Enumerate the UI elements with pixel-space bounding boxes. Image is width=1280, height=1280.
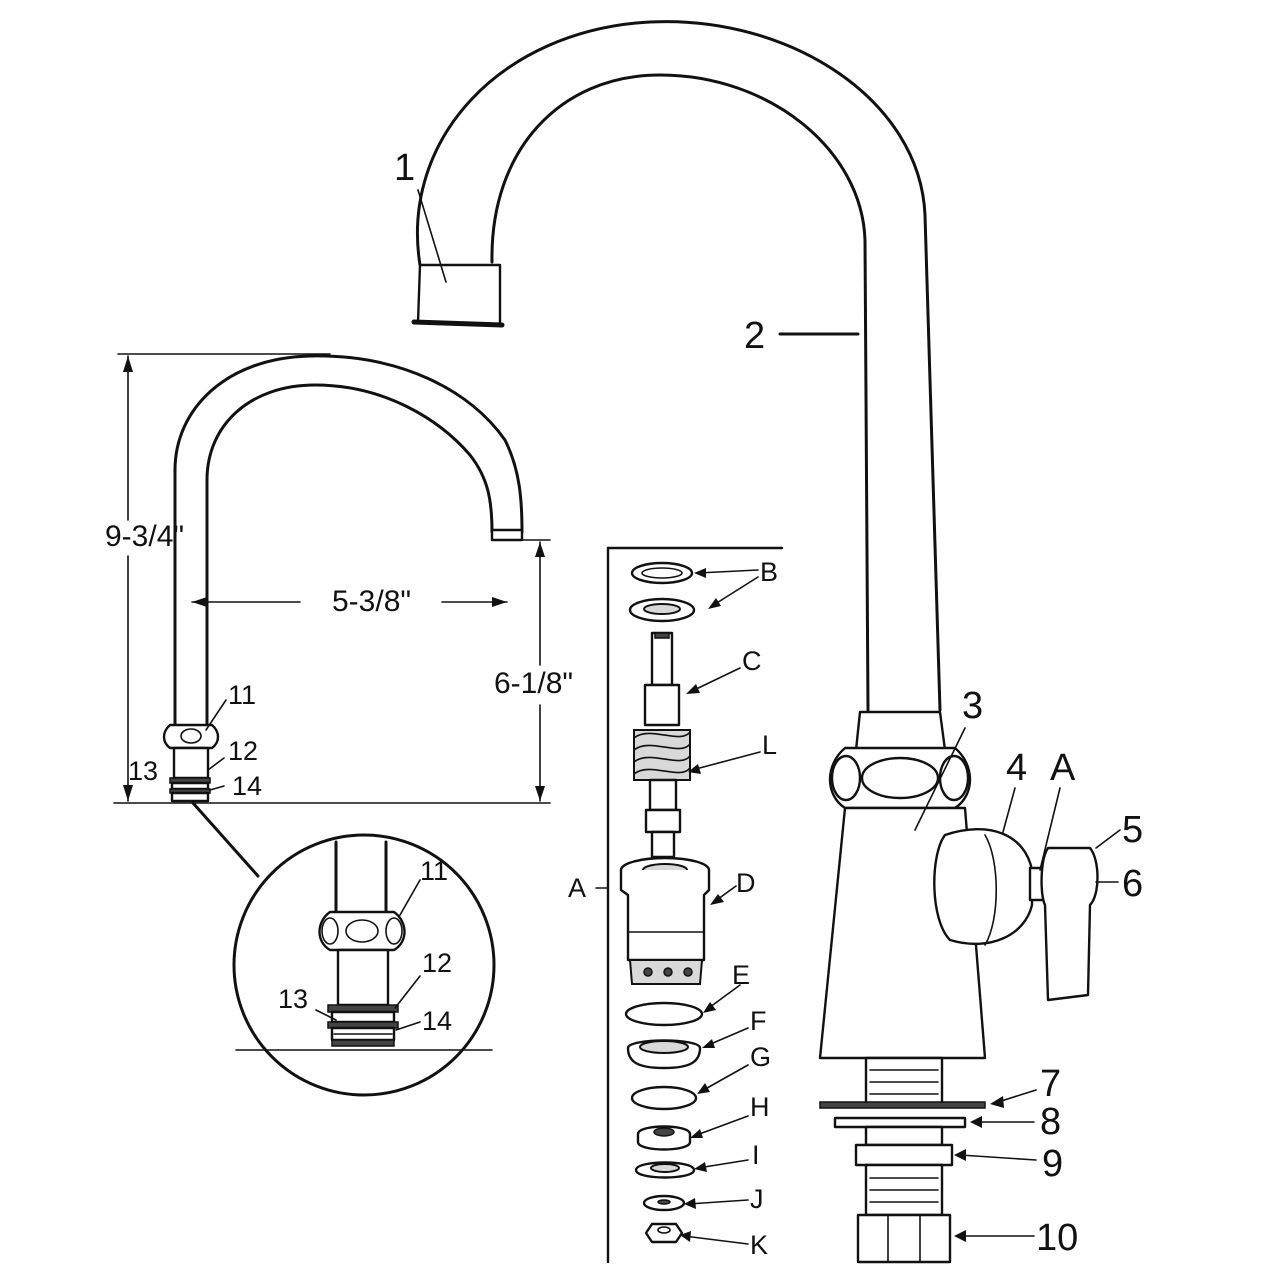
callout-3: 3: [962, 685, 983, 727]
part-h-seat: [636, 1125, 692, 1151]
cartridge-label-k: K: [750, 1230, 768, 1260]
callout-A-main: A: [1050, 747, 1076, 789]
bonnet: [933, 828, 1034, 945]
small-spout-inner: [205, 383, 494, 727]
aerator-base: [411, 319, 505, 328]
detail-leaders: [315, 879, 421, 1031]
spout-outer-outline: [415, 20, 942, 712]
main-leaders: [417, 189, 1121, 1242]
coupling-nut-facet: [860, 756, 940, 800]
coupling-nut-facet-right: [938, 754, 970, 802]
detail-shank: [336, 948, 390, 1007]
dimension-lines: [113, 353, 551, 804]
cartridge-label-h: H: [750, 1092, 770, 1122]
part-l-shaft: [648, 778, 678, 812]
callout-9: 9: [1042, 1143, 1063, 1185]
callout-1: 1: [394, 147, 415, 189]
cartridge-label-j: J: [750, 1184, 764, 1214]
callout-10: 10: [1036, 1217, 1078, 1259]
small-spout-outer: [173, 354, 524, 727]
small-leaders: [205, 699, 227, 791]
detail-callouts: 11 12 13 14: [278, 856, 452, 1036]
cartridge-label-c: C: [742, 646, 762, 676]
small-shank: [172, 746, 210, 780]
callout-7: 7: [1040, 1063, 1061, 1105]
cartridge-label-b: B: [760, 557, 778, 587]
gasket: [819, 1101, 986, 1109]
washer: [833, 1116, 967, 1129]
cartridge-label-i: I: [752, 1140, 760, 1170]
cartridge-label-d: D: [736, 868, 756, 898]
main-callouts: 1 2 3 4 A 5 6 7 8 9 10: [394, 147, 1143, 1259]
small-coupling-nut: [162, 723, 220, 750]
part-g-ring: [630, 1085, 698, 1111]
main-faucet: [411, 20, 1099, 1264]
dimension-faucet: [162, 354, 524, 803]
cartridge-leaders: [680, 568, 761, 1245]
dimension-spout-clearance: 6-1/8": [494, 667, 573, 700]
supply-coupling-nut: [856, 1213, 952, 1264]
threaded-shank-mid: [864, 1125, 944, 1147]
cartridge-group-label: A: [568, 873, 586, 903]
part-e-ring: [624, 1001, 704, 1027]
small-callout-12: 12: [228, 736, 258, 766]
callout-5: 5: [1122, 809, 1143, 851]
small-callout-13: 13: [128, 756, 158, 786]
cartridge-bracket: [595, 546, 784, 1264]
lever-handle: [1040, 846, 1099, 1002]
cartridge-label-g: G: [750, 1042, 771, 1072]
detail-coupling-nut: [318, 910, 406, 952]
callout-8: 8: [1040, 1101, 1061, 1143]
locknut: [854, 1143, 954, 1167]
detail-callout-13: 13: [278, 984, 308, 1014]
shank-threads-lower: [869, 1177, 939, 1203]
detail-callout-14: 14: [422, 1006, 452, 1036]
dimension-height: 9-3/4": [105, 520, 184, 553]
part-b-ring: [630, 561, 694, 585]
cartridge-label-l: L: [762, 730, 777, 760]
small-callouts: 11 12 13 14: [128, 680, 262, 801]
small-callout-14: 14: [232, 771, 262, 801]
part-c-stem-tip: [650, 631, 674, 687]
part-d-body: [619, 870, 711, 962]
callout-4: 4: [1006, 747, 1027, 789]
cartridge-parts: [619, 561, 711, 1244]
detail-circle: [232, 833, 496, 1097]
detail-callout-12: 12: [422, 948, 452, 978]
spout-collar: [854, 710, 947, 752]
part-l-spring: [633, 729, 691, 781]
spout-inner-outline: [490, 73, 870, 712]
cartridge-label-f: F: [750, 1006, 767, 1036]
part-c-stem-body: [643, 683, 681, 727]
callout-2: 2: [744, 315, 765, 357]
cartridge-labels: B C L D E F G H I J K: [732, 557, 778, 1260]
detail-leader: [191, 801, 260, 878]
cartridge-label-e: E: [732, 960, 750, 990]
detail-callout-11: 11: [420, 856, 448, 886]
small-aerator: [490, 528, 524, 542]
dimension-reach: 5-3/8": [332, 585, 411, 618]
small-callout-11: 11: [228, 680, 256, 710]
dimension-labels: 9-3/4" 5-3/8" 6-1/8": [105, 520, 573, 700]
callout-6: 6: [1122, 863, 1143, 905]
shank-threads-upper: [869, 1069, 939, 1095]
aerator: [416, 263, 502, 327]
coupling-nut-facet-left: [830, 754, 862, 802]
bonnet-ridge: [984, 834, 997, 946]
